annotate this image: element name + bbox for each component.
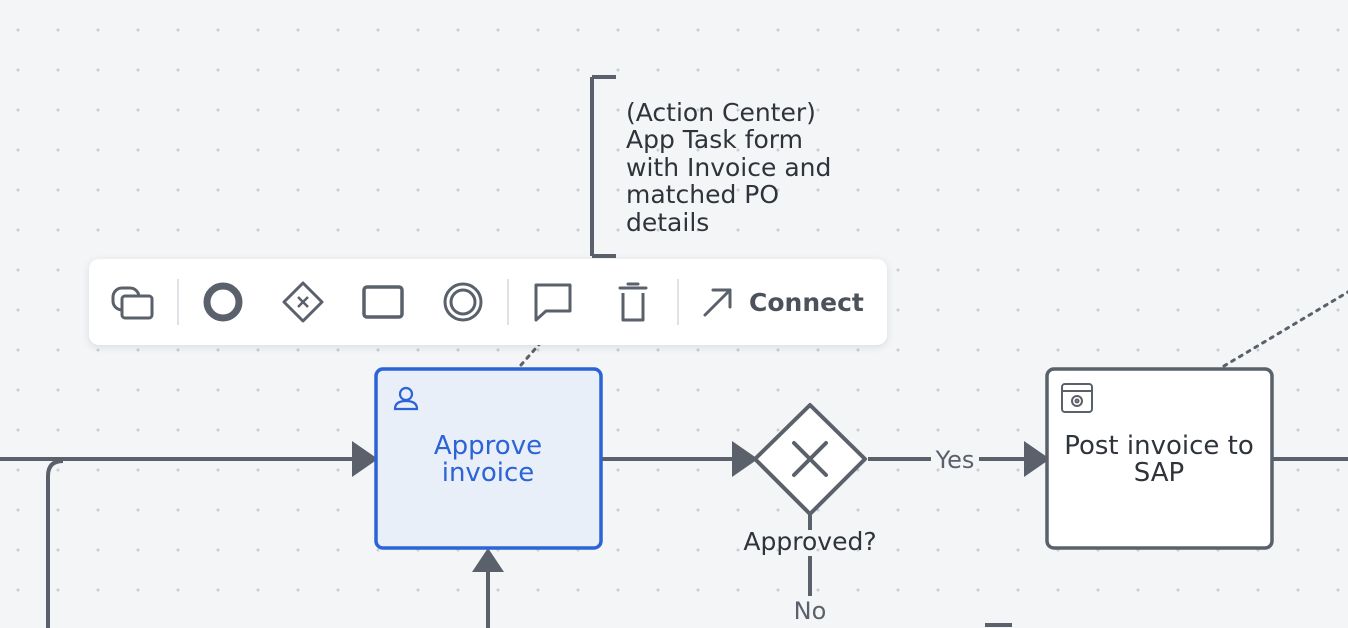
annotation-line: (Action Center) (626, 98, 816, 127)
flow-label-yes: Yes (935, 446, 975, 474)
context-toolbar: Connect (89, 259, 887, 345)
connect-button[interactable]: Connect (701, 277, 864, 327)
annotation-line: matched PO (626, 180, 779, 209)
task-button[interactable] (357, 277, 409, 327)
append-group-button[interactable] (107, 277, 159, 327)
approve-invoice-task[interactable]: Approve invoice (374, 367, 603, 550)
delete-button[interactable] (607, 277, 659, 327)
append-group-icon (111, 286, 154, 320)
task-label-line: invoice (442, 458, 535, 488)
text-annotation[interactable]: (Action Center) App Task form with Invoi… (626, 98, 831, 237)
task-label-line: Approve (434, 431, 542, 461)
toolbar-separator (677, 279, 679, 325)
flow-loop-left[interactable] (46, 459, 64, 628)
gateway-icon (282, 281, 324, 323)
connect-label: Connect (749, 287, 864, 317)
task-label-line: Post invoice to (1064, 431, 1254, 461)
exclusive-gateway[interactable] (753, 403, 867, 516)
toolbar-separator (177, 279, 179, 325)
gateway-button[interactable] (277, 277, 329, 327)
flow-label-no: No (794, 597, 827, 625)
intermediate-event-button[interactable] (437, 277, 489, 327)
association-post[interactable] (1222, 290, 1348, 368)
arrowhead-approve-in (352, 441, 378, 477)
post-invoice-task[interactable]: Post invoice to SAP (1045, 367, 1274, 550)
toolbar-separator (507, 279, 509, 325)
delete-icon (618, 282, 648, 322)
annotation-line: details (626, 208, 709, 237)
connect-arrow-icon (703, 288, 732, 317)
exclusive-x-icon (792, 441, 828, 477)
user-icon (393, 386, 419, 411)
task-icon (362, 285, 404, 319)
gateway-label: Approved? (743, 527, 876, 556)
start-event-icon (203, 282, 243, 322)
intermediate-event-icon (443, 282, 483, 322)
arrowhead-approve-bottom (472, 548, 504, 572)
task-label-line: SAP (1134, 458, 1184, 488)
annotation-button[interactable] (527, 277, 579, 327)
annotation-line: App Task form (626, 125, 803, 154)
arrowhead-gateway-in (732, 441, 758, 477)
start-event-button[interactable] (197, 277, 249, 327)
annotation-icon (534, 283, 572, 322)
service-gear-icon (1061, 383, 1093, 413)
annotation-bracket[interactable] (590, 75, 616, 258)
annotation-line: with Invoice and (626, 153, 831, 182)
arrowhead-post-in (1024, 441, 1050, 477)
